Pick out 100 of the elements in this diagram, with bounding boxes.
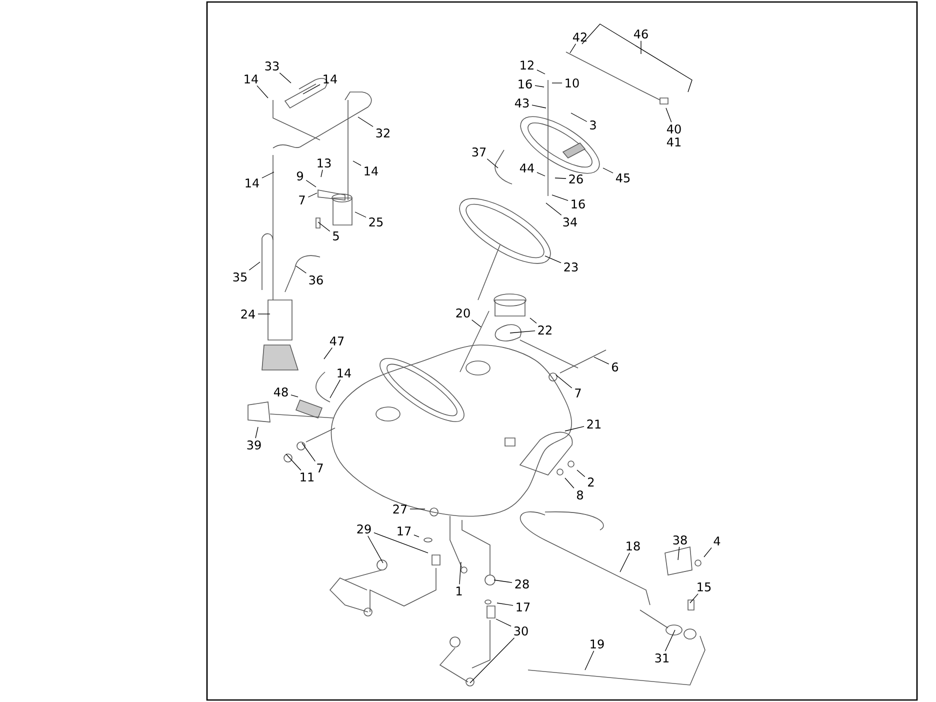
callout-number: 9 [296,171,303,181]
leader-line [459,562,462,585]
leader-line [318,222,330,232]
leader-line [690,593,698,604]
callout-number: 20 [456,308,470,318]
callout-number: 14 [338,368,351,378]
leader-line [374,532,428,554]
leader-line [570,43,576,54]
leader-line [552,194,568,201]
callout-number: 28 [515,579,529,589]
leader-line [546,202,562,216]
leader-line [358,116,374,127]
leader-line [256,85,268,98]
callout-number: 35 [233,272,247,282]
leader-line [510,330,536,334]
leader-line [279,72,292,84]
callout-number: 18 [626,541,640,551]
leader-line [640,40,642,54]
leader-line [352,160,362,166]
leader-line [570,112,588,122]
leader-line [255,426,258,438]
leader-line [290,394,298,398]
leader-line [532,104,546,108]
callout-number: 7 [317,464,323,472]
leader-line [620,552,630,572]
callout-number: 44 [520,164,534,172]
leader-line [262,172,274,178]
callout-number: 8 [577,490,583,500]
callout-number: 31 [655,653,669,663]
callout-number: 1 [456,586,462,596]
leader-line [306,180,316,188]
leader-line [472,320,482,328]
leader-line [414,534,420,538]
callout-number: 16 [518,79,532,89]
callout-number: 4 [714,536,720,546]
callout-number: 48 [274,387,288,397]
callout-number: 32 [376,128,390,138]
leader-line [554,178,566,179]
callout-number: 38 [673,535,687,545]
callout-number: 14 [246,178,259,188]
callout-number: 16 [572,199,585,209]
leader-line [302,84,320,94]
callout-number: 5 [333,232,339,240]
leader-line [534,85,544,88]
callout-number: 21 [587,420,601,428]
leader-line [320,170,323,178]
leader-line [248,262,260,270]
callout-number: 11 [300,472,314,482]
callout-number: 26 [569,174,583,184]
callout-number: 25 [369,217,383,227]
callout-number: 12 [520,60,534,70]
callout-number: 17 [516,602,530,612]
callout-number: 14 [324,74,337,84]
callout-number: 17 [398,526,411,536]
callout-number: 19 [590,639,604,649]
callout-number: 7 [575,388,581,398]
leader-line [664,630,676,652]
callout-number: 13 [318,158,331,168]
leader-line [704,547,712,558]
leader-line [324,347,332,360]
callout-number: 34 [563,217,577,227]
callout-number: 46 [634,29,648,39]
callout-number: 37 [472,147,486,157]
leader-line [564,426,584,432]
leader-line [556,374,572,388]
leader-line [470,638,515,684]
callout-number: 10 [566,78,579,88]
callout-number: 45 [616,174,630,182]
callout-number: 24 [241,310,255,318]
leader-line [330,379,341,398]
callout-number: 3 [590,120,596,130]
leader-line [496,618,512,627]
callout-number: 7 [299,196,305,204]
callout-number: 22 [538,326,552,334]
leader-line [594,356,610,364]
leader-line [286,454,302,471]
leader-line [368,536,384,564]
leader-line [530,318,537,324]
callout-number: 27 [393,504,407,514]
callout-number: 14 [244,74,258,84]
leader-line [564,478,574,488]
callout-number: 33 [265,61,279,71]
callout-number: 6 [612,362,618,372]
callout-number: 40 [666,124,681,134]
leader-line [536,70,546,74]
leader-line [302,442,316,462]
callout-number: 42 [572,32,586,42]
callout-number: 23 [564,262,578,272]
leader-line [576,470,586,478]
leader-line [410,508,426,510]
leader-line [678,546,680,560]
leader-line [486,158,498,168]
leader-line [552,82,562,84]
callout-number: 15 [698,582,711,592]
leader-line [496,602,514,606]
leader-line [584,650,594,670]
callout-number: 36 [309,275,323,285]
callout-number: 2 [588,478,594,486]
callout-number: 41 [666,138,681,146]
leader-line [666,108,672,122]
